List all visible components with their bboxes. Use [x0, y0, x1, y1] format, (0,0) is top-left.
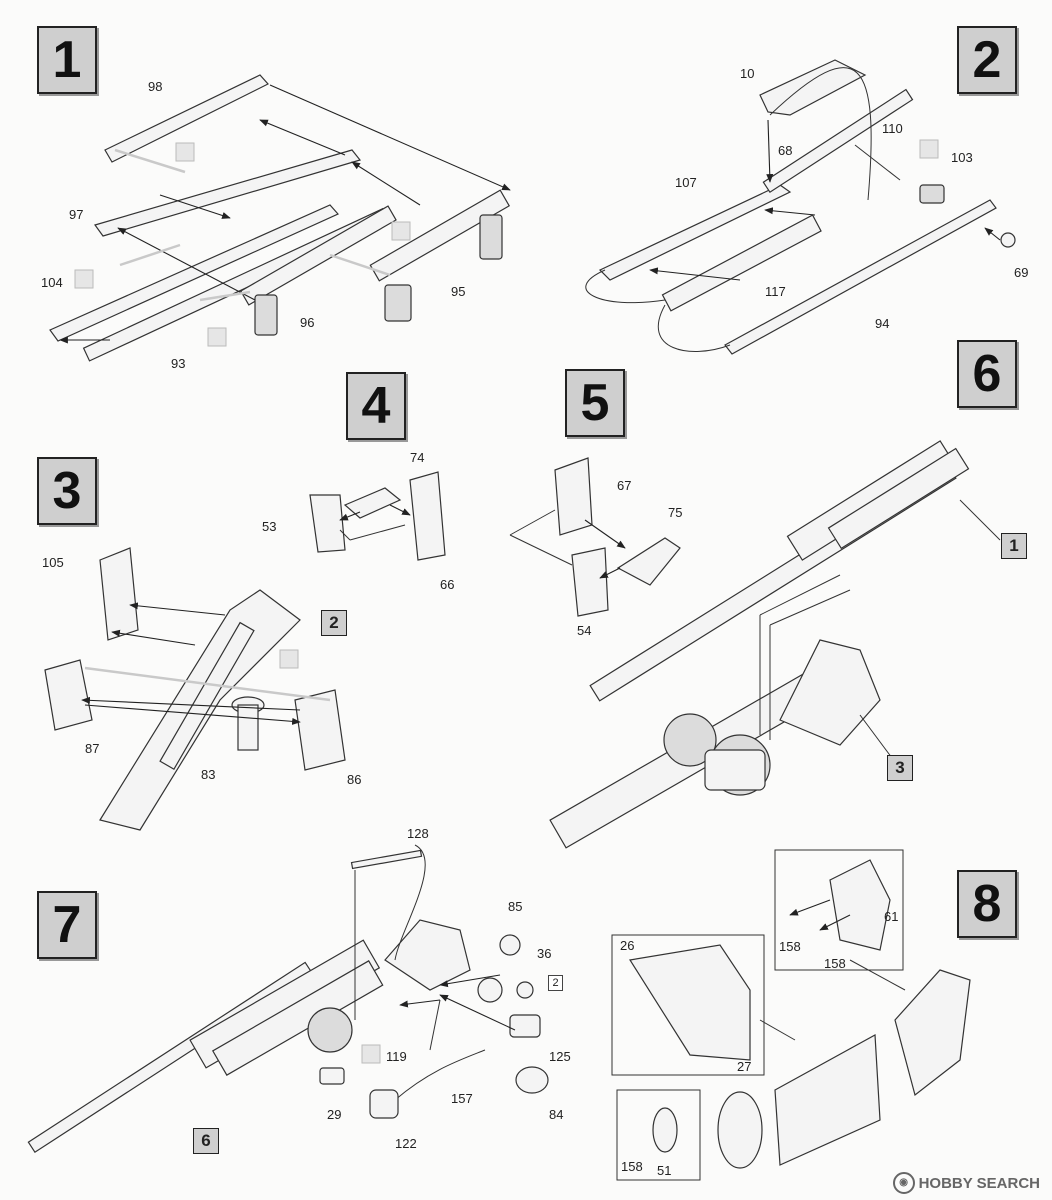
watermark-text: HOBBY SEARCH [918, 1174, 1040, 1192]
step-4-drawing [309, 471, 446, 561]
step-3-drawing [44, 547, 346, 831]
part-label: 68 [778, 143, 793, 158]
part-label: 128 [407, 826, 429, 841]
step-6-drawing [549, 440, 1001, 849]
part-label: 84 [549, 1107, 564, 1122]
part-label: 36 [537, 946, 552, 961]
part-label: 104 [41, 275, 63, 290]
part-label: 98 [148, 79, 163, 94]
part-label: 54 [577, 623, 592, 638]
step-2-drawing [585, 59, 1016, 355]
part-label: 85 [508, 899, 523, 914]
part-label: 107 [675, 175, 697, 190]
part-label: 51 [657, 1163, 672, 1178]
step-5-drawing [509, 457, 681, 617]
step-6-box: 6 [957, 340, 1017, 408]
part-label: 87 [85, 741, 100, 756]
part-label: 157 [451, 1091, 473, 1106]
part-label: 158 [824, 956, 846, 971]
ref-box-2-small: 2 [548, 975, 563, 991]
ref-box-1: 1 [1001, 533, 1027, 559]
part-label: 93 [171, 356, 186, 371]
step-4-box: 4 [346, 372, 406, 440]
watermark: ◉ HOBBY SEARCH [892, 1172, 1040, 1194]
part-label: 75 [668, 505, 683, 520]
part-label: 97 [69, 207, 84, 222]
step-1-box: 1 [37, 26, 97, 94]
part-label: 117 [765, 284, 786, 299]
ref-box-6: 6 [193, 1128, 219, 1154]
part-label: 94 [875, 316, 890, 331]
part-label: 61 [884, 909, 899, 924]
part-label: 66 [440, 577, 455, 592]
part-label: 95 [451, 284, 466, 299]
part-label: 10 [740, 66, 755, 81]
part-label: 83 [201, 767, 216, 782]
part-label: 122 [395, 1136, 417, 1151]
part-label: 105 [42, 555, 64, 570]
part-label: 26 [620, 938, 635, 953]
part-label: 27 [737, 1059, 752, 1074]
part-label: 103 [951, 150, 973, 165]
step-8-box: 8 [957, 870, 1017, 938]
ref-box-3: 3 [887, 755, 913, 781]
part-label: 96 [300, 315, 315, 330]
step-5-box: 5 [565, 369, 625, 437]
step-3-box: 3 [37, 457, 97, 525]
step-1-drawing [49, 74, 511, 362]
step-8-drawing [611, 849, 971, 1181]
part-label: 125 [549, 1049, 571, 1064]
part-label: 119 [386, 1049, 407, 1064]
part-label: 29 [327, 1107, 342, 1122]
ref-box-2: 2 [321, 610, 347, 636]
part-label: 67 [617, 478, 632, 493]
part-label: 86 [347, 772, 362, 787]
part-label: 158 [779, 939, 801, 954]
hobby-search-logo-icon: ◉ [892, 1172, 915, 1194]
part-label: 74 [410, 450, 425, 465]
step-7-box: 7 [37, 891, 97, 959]
part-label: 53 [262, 519, 277, 534]
step-2-box: 2 [957, 26, 1017, 94]
part-label: 110 [882, 121, 903, 136]
part-label: 158 [621, 1159, 643, 1174]
step-7-drawing [27, 844, 549, 1154]
part-label: 69 [1014, 265, 1029, 280]
